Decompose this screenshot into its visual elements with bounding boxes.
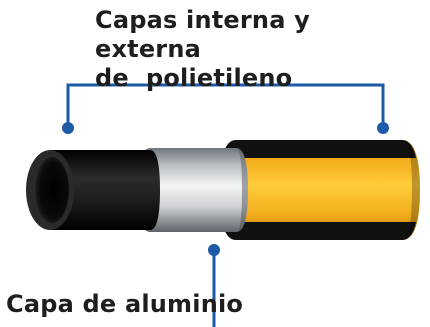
inner-polyethylene-layer — [26, 150, 160, 230]
aluminum-layer — [138, 148, 248, 232]
outer-polyethylene-layer — [220, 140, 420, 240]
outer-stripe-bottom — [222, 222, 416, 240]
bracket-line — [66, 83, 385, 127]
outer-layers-label: Capas interna y externa de polietileno — [95, 6, 311, 92]
aluminum-pointer — [208, 244, 220, 327]
aluminum-layer-label: Capa de aluminio — [6, 290, 244, 318]
outer-stripe-top — [222, 140, 416, 158]
outer-layers-bracket — [62, 83, 389, 134]
bracket-left-dot — [62, 122, 74, 134]
bracket-right-dot — [377, 122, 389, 134]
